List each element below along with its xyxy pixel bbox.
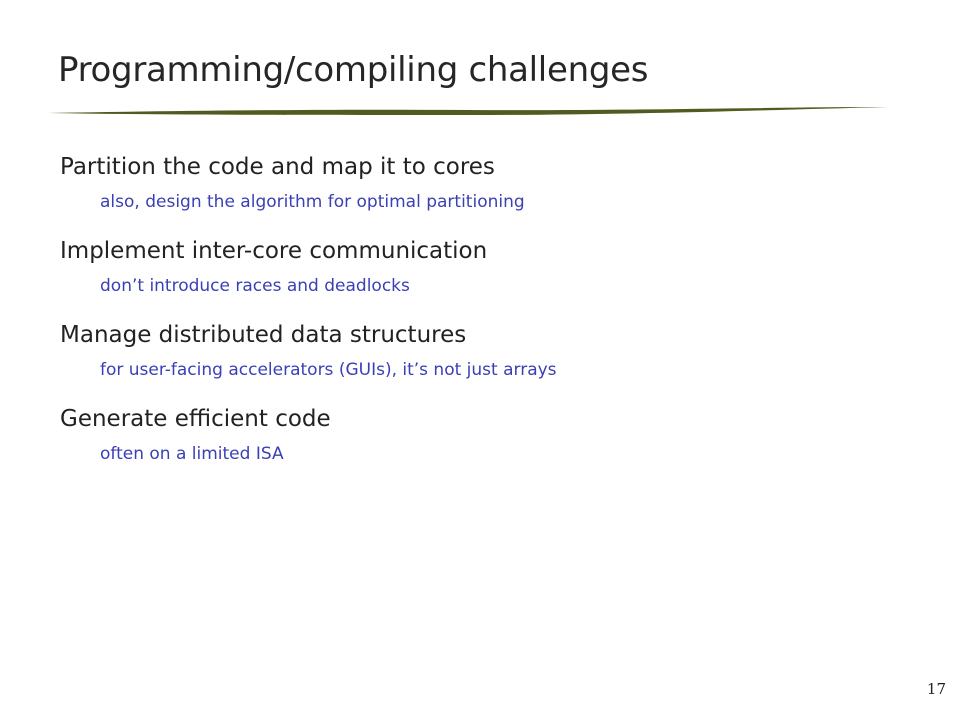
sub-point-3: for user-facing accelerators (GUIs), it’…: [100, 360, 557, 380]
bullet-point-1: Partition the code and map it to cores: [60, 154, 495, 180]
bullet-point-3: Manage distributed data structures: [60, 322, 467, 348]
page-number: 17: [926, 680, 946, 698]
sub-point-1: also, design the algorithm for optimal p…: [100, 192, 525, 212]
slide-title: Programming/compiling challenges: [58, 50, 649, 90]
sub-point-2: don’t introduce races and deadlocks: [100, 276, 410, 296]
bullet-point-4: Generate efficient code: [60, 406, 331, 432]
sub-point-4: often on a limited ISA: [100, 444, 284, 464]
bullet-point-2: Implement inter-core communication: [60, 238, 488, 264]
bullet-list: Partition the code and map it to cores a…: [60, 153, 920, 489]
title-underline-decoration: [48, 107, 888, 115]
